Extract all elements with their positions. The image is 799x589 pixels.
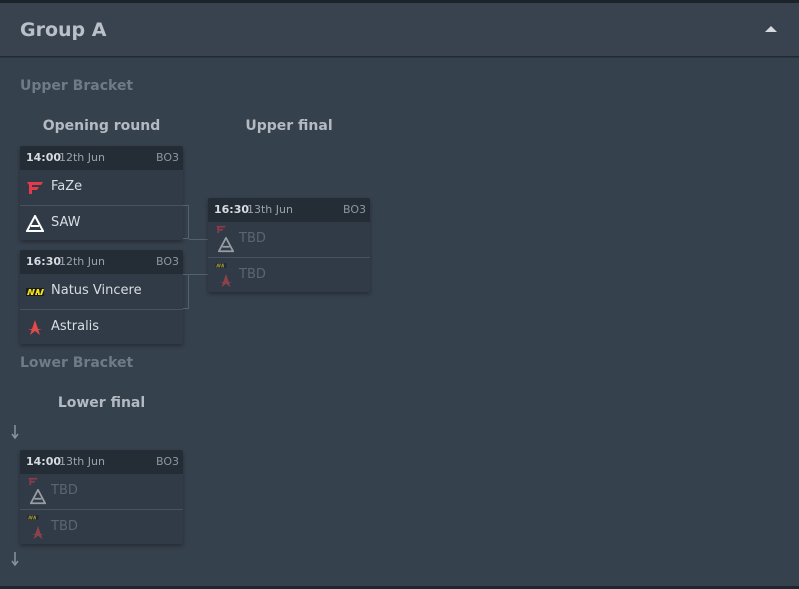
top-border	[0, 0, 799, 3]
team-row[interactable]: FaZe	[20, 170, 183, 205]
team-name: Natus Vincere	[51, 283, 142, 298]
match-date: 13th Jun	[59, 455, 105, 468]
group-header[interactable]: Group A	[0, 3, 799, 57]
match-card[interactable]: 14:00 12th Jun BO3 FaZe SAW	[20, 146, 183, 240]
team-name: Astralis	[51, 319, 100, 334]
match-format: BO3	[342, 203, 366, 216]
match-date: 13th Jun	[247, 203, 293, 216]
match-format: BO3	[155, 151, 179, 164]
match-header: 14:00 13th Jun BO3	[20, 450, 183, 474]
round-upper-final-label: Upper final	[245, 118, 333, 134]
bracket-connector	[189, 239, 208, 240]
faze-logo-icon	[216, 225, 226, 234]
match-time: 14:00	[26, 455, 62, 468]
bracket-connector	[183, 205, 189, 239]
match-header: 16:30 13th Jun BO3	[208, 198, 370, 222]
match-header: 16:30 12th Jun BO3	[20, 250, 183, 274]
match-format: BO3	[155, 455, 179, 468]
arrow-down-icon	[11, 552, 19, 567]
lower-bracket-label: Lower Bracket	[20, 355, 134, 371]
arrow-down-icon	[11, 425, 19, 440]
match-time: 14:00	[26, 151, 62, 164]
navi-logo-icon	[27, 515, 39, 520]
navi-logo-icon	[215, 263, 227, 268]
match-format: BO3	[155, 255, 179, 268]
faze-logo-icon	[28, 477, 38, 486]
chevron-up-icon[interactable]	[764, 24, 778, 34]
team-row[interactable]: TBD	[208, 222, 370, 257]
group-title: Group A	[20, 19, 107, 41]
faze-logo-icon	[27, 182, 43, 194]
match-header: 14:00 12th Jun BO3	[20, 146, 183, 170]
team-row[interactable]: TBD	[208, 257, 370, 292]
round-opening-label: Opening round	[42, 118, 161, 134]
team-row[interactable]: TBD	[20, 509, 183, 544]
saw-logo-icon	[26, 215, 44, 232]
match-card[interactable]: 16:30 12th Jun BO3 Natus Vincere Astrali…	[20, 250, 183, 344]
team-row[interactable]: SAW	[20, 205, 183, 240]
navi-logo-icon	[26, 288, 44, 296]
team-name: SAW	[51, 215, 81, 230]
team-name: TBD	[51, 519, 78, 534]
bracket-connector	[183, 274, 189, 309]
match-card[interactable]: 14:00 13th Jun BO3 TBD TBD	[20, 450, 183, 544]
match-time: 16:30	[214, 203, 250, 216]
astralis-logo-icon	[219, 273, 233, 288]
saw-logo-icon	[218, 237, 234, 253]
team-row[interactable]: Natus Vincere	[20, 274, 183, 309]
astralis-logo-icon	[31, 525, 45, 540]
match-time: 16:30	[26, 255, 62, 268]
match-date: 12th Jun	[59, 151, 105, 164]
team-name: TBD	[239, 231, 266, 246]
saw-logo-icon	[30, 489, 46, 505]
team-row[interactable]: TBD	[20, 474, 183, 509]
round-lower-final-label: Lower final	[57, 395, 146, 411]
upper-bracket-label: Upper Bracket	[20, 78, 134, 94]
match-date: 12th Jun	[59, 255, 105, 268]
team-name: TBD	[51, 483, 78, 498]
team-name: FaZe	[51, 179, 83, 194]
team-name: TBD	[239, 267, 266, 282]
match-card[interactable]: 16:30 13th Jun BO3 TBD TBD	[208, 198, 370, 292]
bottom-border	[0, 586, 799, 589]
bracket-connector	[189, 274, 208, 275]
team-row[interactable]: Astralis	[20, 309, 183, 344]
astralis-logo-icon	[28, 320, 42, 335]
